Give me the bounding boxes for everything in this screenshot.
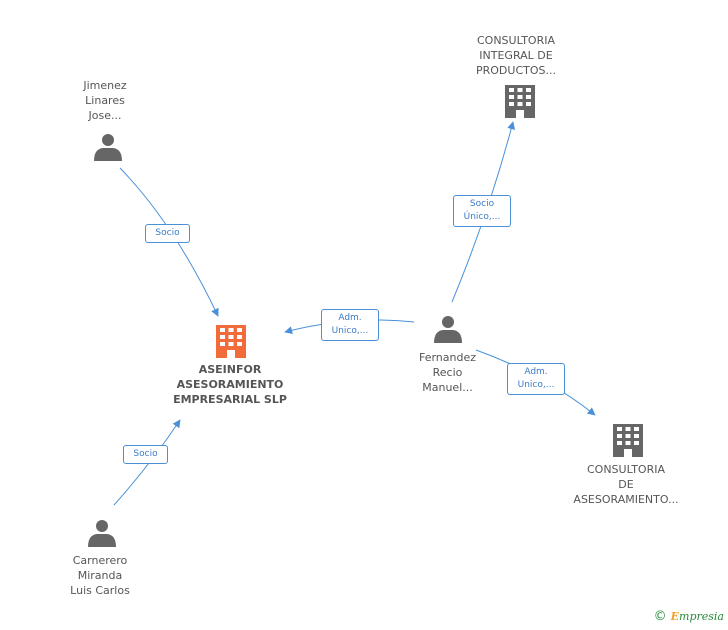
- person-icon[interactable]: [88, 520, 116, 547]
- edge-label-line: Adm.: [524, 367, 548, 377]
- node-label-aseinfor[interactable]: ASEINFOR ASESORAMIENTO EMPRESARIAL SLP: [150, 362, 310, 407]
- node-label-line: DE: [618, 478, 634, 491]
- node-label-line: Carnerero: [72, 554, 128, 567]
- node-label-line: Miranda: [77, 569, 123, 582]
- brand-initial: E: [670, 610, 680, 623]
- node-label-line: ASEINFOR: [198, 363, 262, 376]
- node-label-line: CONSULTORIA: [586, 463, 665, 476]
- node-label-line: ASESORAMIENTO: [176, 378, 284, 391]
- footer-branding: ©Empresia: [654, 609, 724, 624]
- node-label-line: Luis Carlos: [70, 584, 130, 597]
- edge-label-carnerero-aseinfor[interactable]: Socio: [123, 445, 168, 464]
- node-label-carnerero[interactable]: Carnerero Miranda Luis Carlos: [50, 553, 150, 598]
- person-icon[interactable]: [94, 134, 122, 161]
- node-label-line: Recio: [432, 366, 463, 379]
- copyright-icon: ©: [653, 609, 667, 624]
- edge-label-line: Socio: [155, 228, 180, 238]
- brand-logo[interactable]: Empresia: [671, 610, 724, 623]
- edge-label-line: Socio: [469, 199, 495, 209]
- edge-label-fernandez-asesoramiento[interactable]: Adm. Unico,...: [507, 363, 565, 395]
- node-label-consultoria-asesoramiento[interactable]: CONSULTORIA DE ASESORAMIENTO...: [566, 462, 686, 507]
- node-label-line: INTEGRAL DE: [479, 49, 553, 62]
- building-icon[interactable]: [613, 424, 643, 457]
- edge-label-line: Único,...: [463, 212, 501, 222]
- edge-label-line: Unico,...: [331, 326, 369, 336]
- node-label-line: Jimenez: [83, 79, 127, 92]
- brand-rest: mpresia: [679, 610, 724, 623]
- node-label-line: PRODUCTOS...: [476, 64, 556, 77]
- edge-label-line: Unico,...: [517, 380, 555, 390]
- building-icon[interactable]: [216, 325, 246, 358]
- edge-label-line: Adm.: [338, 313, 362, 323]
- edge-label-fernandez-integral[interactable]: Socio Único,...: [453, 195, 511, 227]
- node-label-line: Jose...: [88, 109, 122, 122]
- person-icon[interactable]: [434, 316, 462, 343]
- edge-label-line: Socio: [133, 449, 158, 459]
- node-label-line: Fernandez: [418, 351, 477, 364]
- node-label-line: Manuel...: [422, 381, 473, 394]
- node-label-line: Linares: [85, 94, 125, 107]
- node-label-fernandez[interactable]: Fernandez Recio Manuel...: [400, 350, 495, 395]
- edge-label-jimenez-aseinfor[interactable]: Socio: [145, 224, 190, 243]
- node-label-line: EMPRESARIAL SLP: [173, 393, 287, 406]
- node-label-consultoria-integral[interactable]: CONSULTORIA INTEGRAL DE PRODUCTOS...: [460, 33, 572, 78]
- edge-label-fernandez-aseinfor[interactable]: Adm. Unico,...: [321, 309, 379, 341]
- node-label-jimenez[interactable]: Jimenez Linares Jose...: [60, 78, 150, 123]
- building-icon[interactable]: [505, 85, 535, 118]
- node-label-line: CONSULTORIA: [476, 34, 555, 47]
- node-label-line: ASESORAMIENTO...: [573, 493, 679, 506]
